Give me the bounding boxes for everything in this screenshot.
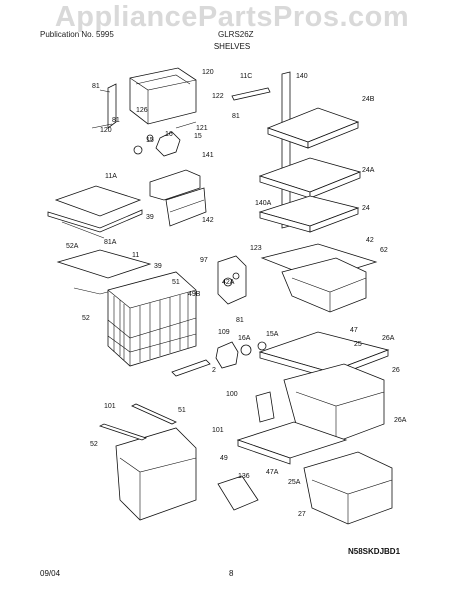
- callout: 141: [202, 152, 214, 159]
- callout: 81: [232, 113, 240, 120]
- part-100-divider: [255, 391, 275, 423]
- callout: 52: [90, 441, 98, 448]
- callout: 15: [146, 137, 154, 144]
- part-109-knob: [215, 341, 267, 369]
- callout: 39: [146, 214, 154, 221]
- callout: 142: [202, 217, 214, 224]
- callout: 25A: [288, 479, 301, 486]
- publication-number: Publication No. 5995: [40, 30, 114, 39]
- callout: 42: [366, 237, 374, 244]
- callout: 16: [165, 131, 173, 138]
- page-number: 8: [229, 569, 234, 578]
- callout: 62: [380, 247, 388, 254]
- callout: 26: [392, 367, 400, 374]
- callout: 24A: [362, 167, 375, 174]
- crisper-drawer-27: [303, 451, 393, 525]
- callout: 51: [178, 407, 186, 414]
- callout: 126: [136, 107, 148, 114]
- callout: 26A: [394, 417, 407, 424]
- part-97-bracket: [217, 255, 247, 305]
- part-16-control: [133, 121, 197, 157]
- callout: 27: [298, 511, 306, 518]
- page-title: SHELVES: [213, 42, 251, 51]
- callout: 47: [350, 327, 358, 334]
- callout: 100: [226, 391, 238, 398]
- callout: 11C: [240, 73, 252, 80]
- callout: 121: [196, 125, 208, 132]
- callout: 120: [100, 127, 112, 134]
- part-126-bracket: [91, 83, 117, 129]
- shelf-24b: [266, 107, 360, 149]
- callout: 51: [172, 279, 180, 286]
- callout: 109: [218, 329, 230, 336]
- diagram-code: N58SKDJBD1: [348, 547, 401, 556]
- callout: 25: [354, 341, 362, 348]
- shelf-11a: [47, 185, 143, 239]
- callout: 49B: [188, 291, 201, 298]
- callout: 81A: [104, 239, 117, 246]
- crisper-cover-47a: [236, 421, 348, 465]
- callout: 136: [238, 473, 250, 480]
- drawer-62: [260, 243, 378, 313]
- callout: 15A: [266, 331, 279, 338]
- model-number: GLRS26Z: [218, 30, 254, 39]
- callout: 26A: [382, 335, 395, 342]
- rail-51: [98, 403, 177, 441]
- callout: 101: [212, 427, 224, 434]
- callout: 39: [154, 263, 162, 270]
- part-136-drain: [217, 475, 259, 511]
- callout: 120: [202, 69, 214, 76]
- callout: 15: [194, 133, 202, 140]
- shelf-24a: [258, 157, 362, 199]
- callout: 97: [200, 257, 208, 264]
- callout: 24B: [362, 96, 375, 103]
- callout: 122: [212, 93, 224, 100]
- watermark: AppliancePartsPros.com: [54, 1, 410, 33]
- callout: 2: [212, 367, 216, 374]
- callout: 52: [82, 315, 90, 322]
- callout: 81: [92, 83, 100, 90]
- callout: 123: [250, 245, 262, 252]
- callout: 16A: [238, 335, 251, 342]
- callout: 101: [104, 403, 116, 410]
- callout: 81: [236, 317, 244, 324]
- callout: 140: [296, 73, 308, 80]
- callout: 11: [132, 252, 139, 259]
- callout: 81: [112, 117, 120, 124]
- shelf-24: [258, 195, 360, 233]
- callout: 11A: [105, 173, 117, 180]
- part-142-cover: [149, 169, 207, 227]
- wire-basket-49b: [107, 271, 197, 367]
- bin-49: [115, 427, 197, 521]
- part-120-housing: [129, 67, 197, 125]
- callout: 47A: [266, 469, 279, 476]
- callout: 24: [362, 205, 370, 212]
- footer-date: 09/04: [40, 569, 61, 578]
- callout: 42A: [222, 279, 235, 286]
- callout: 49: [220, 455, 228, 462]
- part-2-rail: [171, 359, 211, 377]
- callout: 140A: [255, 200, 272, 207]
- callout: 52A: [66, 243, 79, 250]
